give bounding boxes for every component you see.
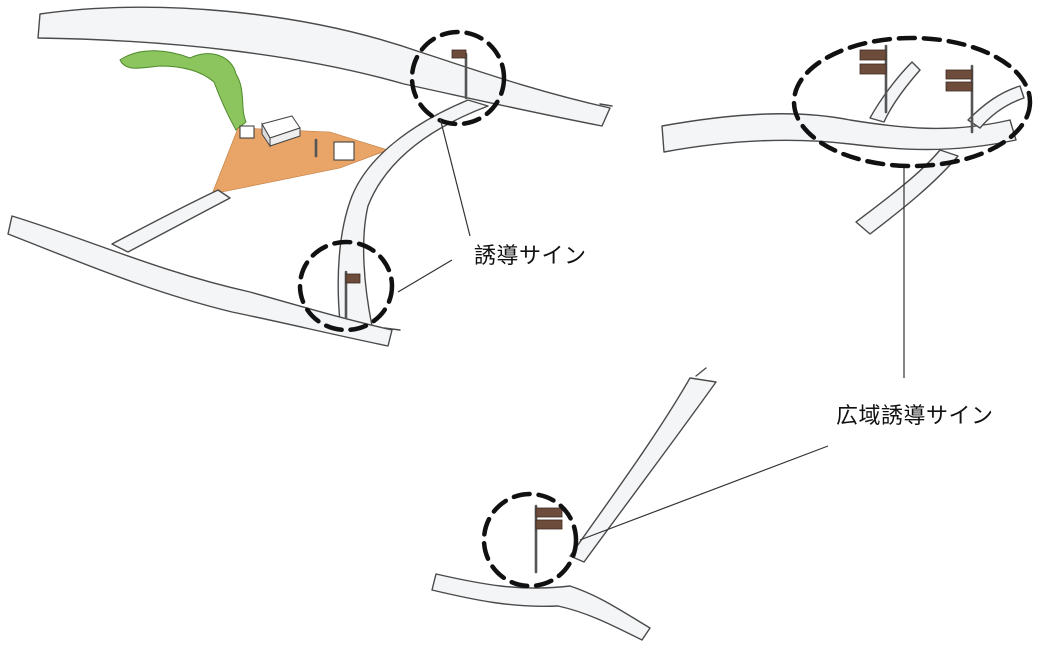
guide-sign-label: 誘導サイン — [474, 244, 587, 269]
building — [261, 115, 301, 148]
road-edge-dash-2 — [383, 327, 401, 331]
road-right-branch-up — [869, 61, 921, 123]
notice-board-small — [239, 125, 255, 139]
guide-sign-upper — [451, 49, 468, 100]
road-right-main — [661, 113, 1017, 153]
leader-lines — [397, 117, 905, 541]
right-map-scene — [661, 35, 1033, 235]
road-lower-left — [7, 215, 393, 347]
hedge — [119, 50, 247, 131]
left-map-scene — [7, 6, 613, 347]
road-edge-dash — [599, 103, 613, 107]
road-edge-dash-3 — [695, 367, 707, 377]
highlight-ring-lower — [297, 239, 395, 333]
road-bottom-horizontal — [431, 573, 651, 641]
guide-sign-lower — [344, 270, 361, 320]
leader-guide-upper — [439, 117, 471, 237]
road-right-branch-upright — [967, 85, 1025, 129]
wide-area-sign-2 — [945, 64, 974, 134]
wide-area-guide-sign-label: 広域誘導サイン — [836, 404, 994, 429]
leader-guide-lower — [397, 259, 453, 293]
road-plaza-spur — [111, 189, 231, 253]
highlight-ring-right — [791, 35, 1033, 169]
road-top — [37, 6, 611, 127]
leader-wide-bottom — [579, 445, 829, 541]
bottom-map-scene — [431, 367, 717, 641]
wide-area-sign-3 — [534, 504, 563, 574]
road-branch-down — [337, 99, 489, 327]
road-right-branch-down — [855, 149, 959, 235]
highlight-ring-bottom — [481, 491, 579, 589]
wide-area-sign-1 — [859, 44, 888, 114]
road-bottom-diagonal — [569, 377, 717, 563]
notice-board-large — [333, 141, 355, 161]
highlight-ring-upper — [409, 29, 507, 127]
